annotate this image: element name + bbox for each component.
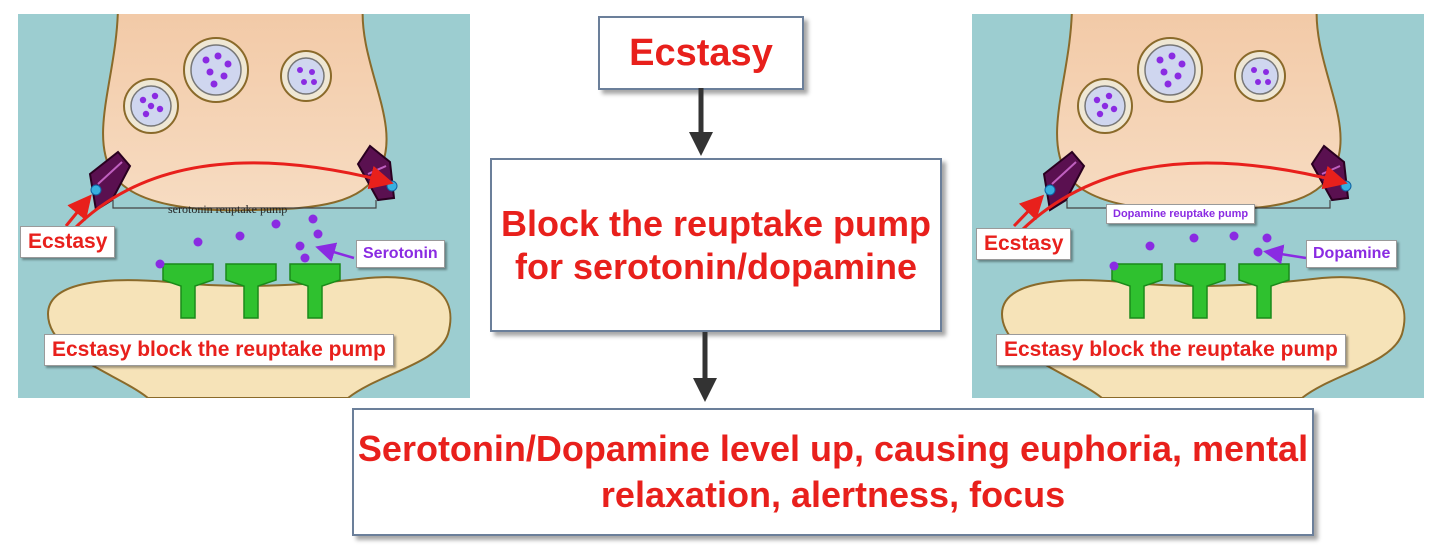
synapse-panel-dopamine: Dopamine reuptake pump Ecstasy Dopamine …	[972, 14, 1424, 398]
receptors	[162, 263, 341, 319]
pump-label: Dopamine reuptake pump	[1106, 204, 1256, 224]
ecstasy-label: Ecstasy	[20, 226, 116, 258]
flow-box-effects: Serotonin/Dopamine level up, causing eup…	[352, 408, 1314, 536]
ecstasy-label: Ecstasy	[976, 228, 1072, 260]
vesicles	[1077, 37, 1286, 134]
synapse-illustration	[1000, 14, 1406, 398]
arrow-down-icon	[689, 88, 713, 156]
flow-box-ecstasy-text: Ecstasy	[629, 31, 773, 74]
receptors	[1111, 263, 1290, 319]
arrow-down-icon	[693, 332, 717, 402]
neurotransmitters	[155, 214, 323, 269]
caption-label: Ecstasy block the reuptake pump	[44, 334, 394, 366]
flow-box-block-reuptake: Block the reuptake pump for serotonin/do…	[490, 158, 942, 332]
flow-box-ecstasy: Ecstasy	[598, 16, 804, 90]
serotonin-label: Serotonin	[356, 240, 445, 268]
flow-box-effects-text: Serotonin/Dopamine level up, causing eup…	[357, 428, 1309, 515]
flow-box-block-reuptake-text: Block the reuptake pump for serotonin/do…	[500, 203, 932, 287]
synapse-panel-serotonin: serotonin reuptake pump Ecstasy Serotoni…	[18, 14, 470, 398]
pump-label: serotonin reuptake pump	[168, 202, 288, 216]
vesicles	[123, 37, 332, 134]
caption-label: Ecstasy block the reuptake pump	[996, 334, 1346, 366]
dopamine-label: Dopamine	[1306, 240, 1398, 268]
neurotransmitters	[1109, 231, 1272, 271]
